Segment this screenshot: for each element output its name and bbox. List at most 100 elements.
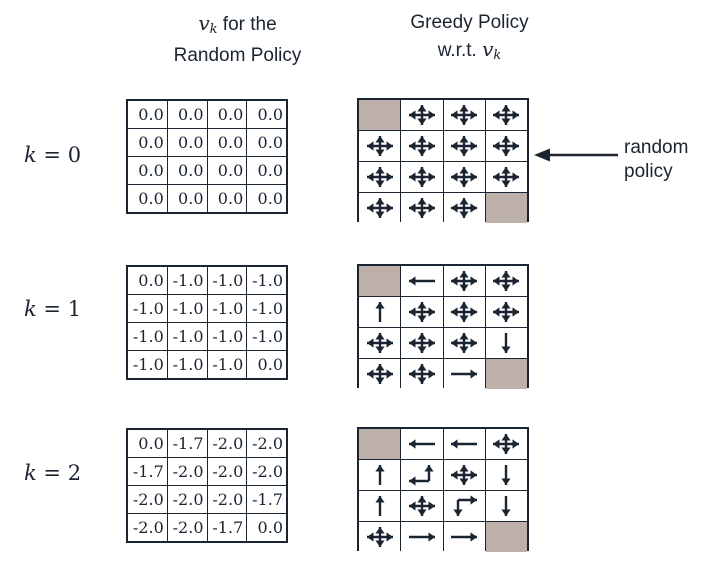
all-arrow-icon — [444, 266, 484, 296]
up-arrow-icon — [360, 491, 400, 521]
policy-header-line2: w.r.t. vk — [352, 36, 587, 69]
all-arrow-icon — [402, 328, 442, 358]
value-cell: -1.0 — [247, 323, 286, 350]
k-value: 1 — [67, 297, 82, 321]
iteration-label-k0: k = 0 — [24, 143, 81, 167]
k-value: 2 — [67, 461, 82, 485]
value-cell: 0.0 — [167, 157, 207, 184]
value-cell: -1.7 — [128, 458, 167, 485]
value-cell: -1.0 — [207, 267, 247, 294]
value-cell: 0.0 — [167, 129, 207, 156]
all-arrow-icon — [360, 328, 400, 358]
all-arrow-icon — [444, 460, 484, 490]
iteration-label-k1: k = 1 — [24, 297, 81, 321]
k-symbol: k — [24, 461, 37, 485]
down-arrow-icon — [486, 328, 526, 358]
policy-cell — [401, 100, 443, 130]
value-grid-k1: 0.0-1.0-1.0-1.0-1.0-1.0-1.0-1.0-1.0-1.0-… — [126, 265, 288, 380]
policy-cell — [443, 522, 485, 552]
value-cell: -2.0 — [128, 486, 167, 513]
all-arrow-icon — [486, 131, 526, 161]
all-arrow-icon — [360, 359, 400, 389]
all-arrow-icon — [360, 193, 400, 223]
terminal-cell — [359, 266, 401, 296]
value-cell: -1.0 — [207, 323, 247, 350]
value-cell: -1.0 — [128, 323, 167, 350]
random-policy-annotation: random policy — [624, 136, 688, 184]
policy-cell — [485, 328, 527, 358]
policy-cell — [485, 131, 527, 161]
value-cell: -2.0 — [167, 458, 207, 485]
value-cell: -1.0 — [247, 267, 286, 294]
k-equals: = — [36, 461, 68, 485]
values-column-header: vk for the Random Policy — [120, 10, 355, 69]
value-cell: -1.0 — [128, 351, 167, 378]
policy-cell — [443, 297, 485, 327]
value-cell: 0.0 — [247, 351, 286, 378]
policy-cell — [485, 491, 527, 521]
policy-column-header: Greedy Policy w.r.t. vk — [352, 10, 587, 69]
all-arrow-icon — [402, 193, 442, 223]
policy-cell — [443, 359, 485, 389]
k-value: 0 — [67, 143, 82, 167]
policy-cell — [443, 193, 485, 223]
values-header-line2: Random Policy — [173, 45, 302, 66]
value-cell: 0.0 — [207, 185, 247, 212]
value-cell: 0.0 — [247, 157, 286, 184]
all-arrow-icon — [486, 162, 526, 192]
policy-cell — [443, 266, 485, 296]
value-cell: -1.0 — [167, 351, 207, 378]
policy-cell — [443, 429, 485, 459]
value-cell: 0.0 — [207, 101, 247, 128]
policy-cell — [359, 491, 401, 521]
value-cell: -2.0 — [207, 486, 247, 513]
k-symbol: k — [24, 143, 37, 167]
policy-cell — [359, 297, 401, 327]
policy-cell — [359, 193, 401, 223]
left-arrow-icon — [402, 429, 442, 459]
value-cell: -2.0 — [207, 430, 247, 457]
all-arrow-icon — [486, 429, 526, 459]
all-arrow-icon — [402, 359, 442, 389]
value-cell: 0.0 — [247, 185, 286, 212]
policy-cell — [485, 297, 527, 327]
value-cell: 0.0 — [247, 514, 286, 541]
right-arrow-icon — [444, 522, 484, 552]
value-cell: -2.0 — [167, 514, 207, 541]
k-equals: = — [36, 297, 68, 321]
policy-cell — [443, 460, 485, 490]
value-cell: 0.0 — [128, 430, 167, 457]
value-cell: 0.0 — [128, 157, 167, 184]
value-cell: -1.0 — [207, 295, 247, 322]
value-cell: -1.0 — [207, 351, 247, 378]
all-arrow-icon — [444, 193, 484, 223]
all-arrow-icon — [444, 162, 484, 192]
left-arrow-icon — [444, 429, 484, 459]
policy-cell — [443, 328, 485, 358]
value-cell: -1.0 — [128, 295, 167, 322]
value-cell: -1.0 — [167, 295, 207, 322]
policy-cell — [443, 131, 485, 161]
values-header-line1: vk for the — [120, 10, 355, 43]
value-cell: -2.0 — [207, 458, 247, 485]
left-arrow-icon — [402, 266, 442, 296]
value-cell: 0.0 — [128, 185, 167, 212]
values-header-line1-rest: for the — [217, 14, 277, 35]
policy-cell — [401, 460, 443, 490]
value-grid-k2: 0.0-1.7-2.0-2.0-1.7-2.0-2.0-2.0-2.0-2.0-… — [126, 428, 288, 543]
all-arrow-icon — [360, 522, 400, 552]
down-right-arrow-icon — [444, 491, 484, 521]
policy-cell — [443, 162, 485, 192]
all-arrow-icon — [402, 491, 442, 521]
value-cell: -1.0 — [167, 323, 207, 350]
policy-cell — [401, 522, 443, 552]
policy-cell — [401, 193, 443, 223]
left-arrow-icon — [534, 148, 618, 162]
up-arrow-icon — [360, 297, 400, 327]
down-arrow-icon — [486, 460, 526, 490]
all-arrow-icon — [486, 100, 526, 130]
all-arrow-icon — [402, 162, 442, 192]
policy-cell — [485, 266, 527, 296]
policy-cell — [359, 328, 401, 358]
policy-cell — [359, 460, 401, 490]
